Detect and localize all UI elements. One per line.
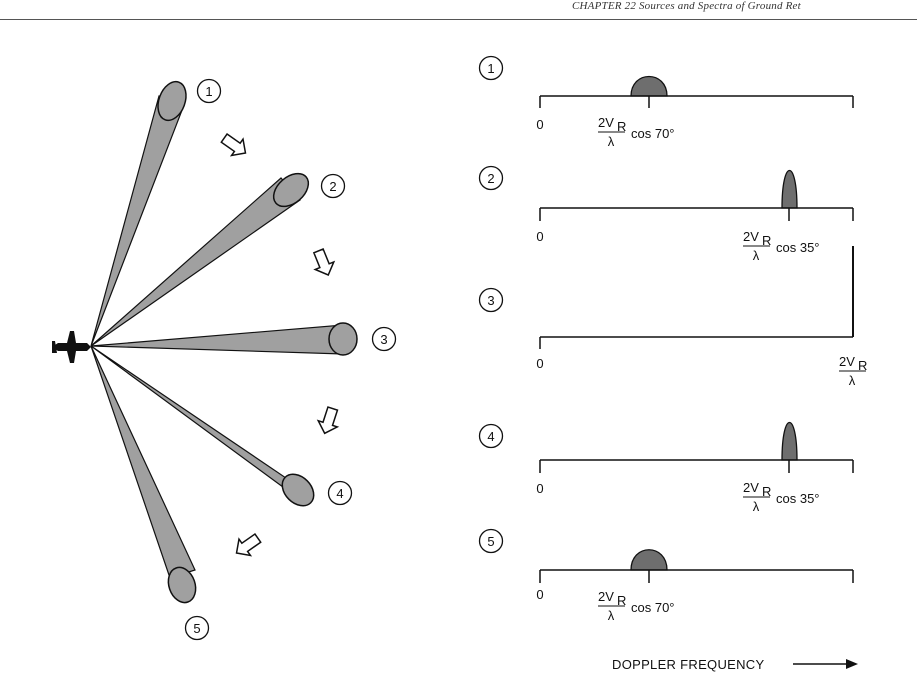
svg-text:λ: λ <box>753 248 760 263</box>
antenna-beam-2 <box>90 172 310 347</box>
svg-text:2V: 2V <box>743 229 759 244</box>
svg-text:5: 5 <box>193 621 200 636</box>
spectrum-2: 2 0 2V R λ cos 35° <box>478 165 854 263</box>
svg-text:R: R <box>617 593 626 608</box>
svg-text:3: 3 <box>487 293 494 308</box>
scan-arrow-3-icon <box>316 406 340 435</box>
spectrum-2-zero: 0 <box>536 229 543 244</box>
svg-text:2: 2 <box>329 179 336 194</box>
scan-arrow-1-icon <box>220 132 247 157</box>
svg-text:4: 4 <box>487 429 494 444</box>
spectrum-5: 5 0 2V R λ cos 70° <box>478 528 854 623</box>
antenna-beam-1 <box>90 80 187 347</box>
svg-text:3: 3 <box>380 332 387 347</box>
svg-text:R: R <box>858 358 867 373</box>
svg-text:2V: 2V <box>743 480 759 495</box>
beam-number-2: 2 <box>320 173 346 199</box>
antenna-beam-4 <box>90 345 315 507</box>
airplane-icon <box>52 331 91 363</box>
spectrum-5-freq-label: 2V R λ cos 70° <box>598 589 675 623</box>
svg-text:cos 35°: cos 35° <box>776 240 820 255</box>
spectrum-3-freq-label: 2V R λ <box>839 354 867 388</box>
spectrum-5-peak <box>630 549 668 571</box>
spectrum-number-4 <box>478 423 504 449</box>
svg-text:cos 70°: cos 70° <box>631 126 675 141</box>
svg-text:λ: λ <box>849 373 856 388</box>
svg-text:4: 4 <box>336 486 343 501</box>
scan-arrow-4-icon <box>235 532 262 557</box>
spectrum-4-zero: 0 <box>536 481 543 496</box>
spectrum-5-zero: 0 <box>536 587 543 602</box>
svg-text:R: R <box>762 484 771 499</box>
beam-number-5: 5 <box>184 615 210 641</box>
chapter-header: CHAPTER 22 Sources and Spectra of Ground… <box>572 0 801 12</box>
spectrum-2-peak <box>781 170 798 209</box>
svg-text:λ: λ <box>753 499 760 514</box>
spectrum-1-peak <box>630 75 668 97</box>
arrow-right-icon <box>846 659 858 669</box>
svg-text:cos 70°: cos 70° <box>631 600 675 615</box>
header-rule <box>0 19 917 20</box>
page-header: CHAPTER 22 Sources and Spectra of Ground… <box>0 0 917 22</box>
spectrum-3-zero: 0 <box>536 356 543 371</box>
svg-text:2: 2 <box>487 171 494 186</box>
svg-text:λ: λ <box>608 608 615 623</box>
svg-text:λ: λ <box>608 134 615 149</box>
svg-text:2V: 2V <box>598 589 614 604</box>
beam-number-1: 1 <box>196 78 222 104</box>
antenna-beam-5 <box>90 345 197 604</box>
svg-text:R: R <box>617 119 626 134</box>
beam-number-4: 4 <box>327 480 353 506</box>
svg-text:2V: 2V <box>598 115 614 130</box>
svg-text:2V: 2V <box>839 354 855 369</box>
doppler-frequency-caption: DOPPLER FREQUENCY <box>612 657 858 672</box>
svg-text:5: 5 <box>487 534 494 549</box>
spectrum-4-peak <box>781 422 798 461</box>
spectrum-number-2 <box>478 165 504 191</box>
spectrum-number-1-text: 1 <box>487 61 494 76</box>
spectrum-number-3 <box>478 287 504 313</box>
spectrum-1-zero: 0 <box>536 117 543 132</box>
spectrum-number-1 <box>478 55 504 81</box>
spectrum-number-5 <box>478 528 504 554</box>
antenna-beam-3 <box>90 322 358 356</box>
beam-number-3: 3 <box>371 326 397 352</box>
svg-text:DOPPLER FREQUENCY: DOPPLER FREQUENCY <box>612 657 764 672</box>
spectrum-1: 1 0 2V R λ cos 70° <box>478 55 854 149</box>
svg-text:1: 1 <box>205 84 212 99</box>
spectrum-1-freq-label: 2V R λ cos 70° <box>598 115 675 149</box>
spectrum-4-freq-label: 2V R λ cos 35° <box>743 480 820 514</box>
scan-arrow-2-icon <box>312 248 336 276</box>
svg-text:cos 35°: cos 35° <box>776 491 820 506</box>
svg-text:R: R <box>762 233 771 248</box>
spectrum-4: 4 0 2V R λ cos 35° <box>478 422 854 514</box>
spectrum-2-freq-label: 2V R λ cos 35° <box>743 229 820 263</box>
spectrum-3: 3 0 2V R λ <box>478 246 867 388</box>
